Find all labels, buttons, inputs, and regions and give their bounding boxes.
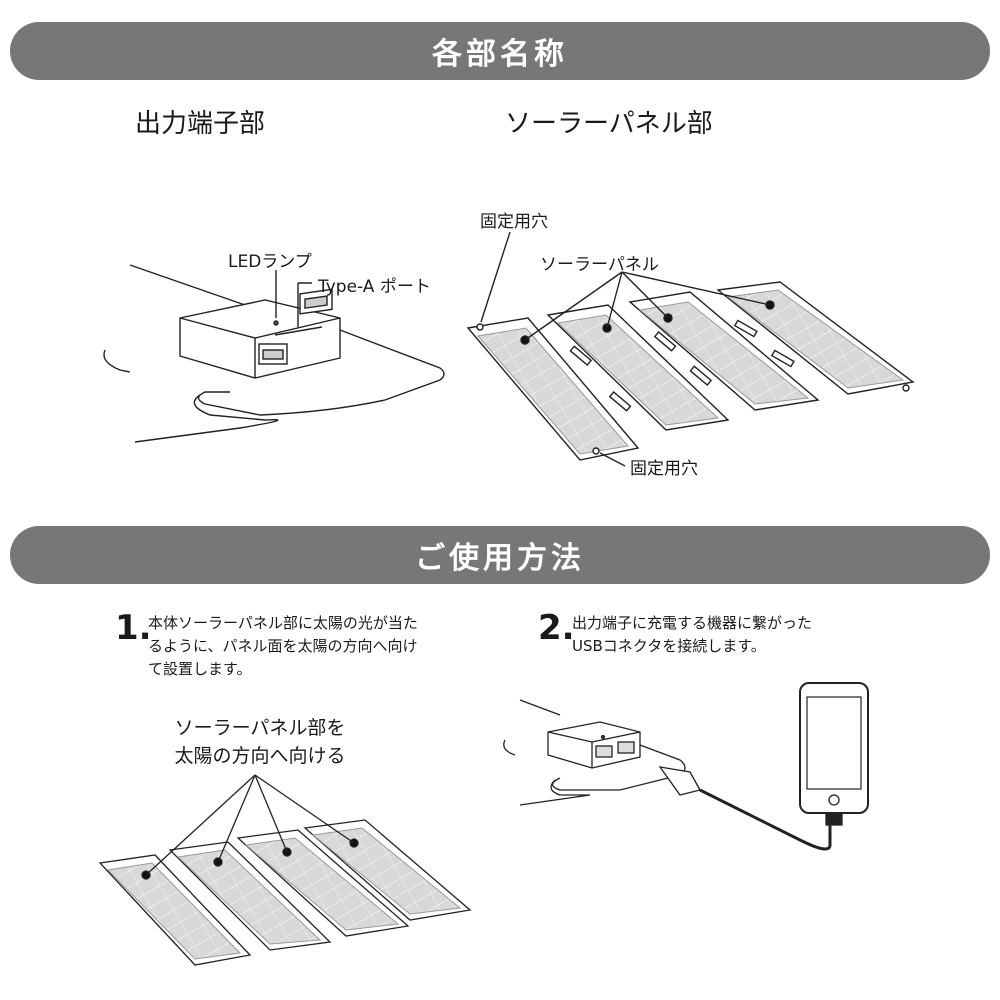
step2-line1: 出力端子に充電する機器に繋がった [572,614,813,632]
solar-panel-label: ソーラーパネル [540,255,659,275]
step2-line2: USBコネクタを接続します。 [572,637,766,655]
parts-section-title: 各部名称 [432,37,568,72]
solar-panel-heading: ソーラーパネル部 [505,109,713,139]
usage-section-banner: ご使用方法 [10,526,990,584]
step1-callout-line2: 太陽の方向へ向ける [174,745,346,767]
step2-instructions: 出力端子に充電する機器に繋がった USBコネクタを接続します。 [572,612,812,658]
step1-number: 1. [115,608,152,648]
usage-section-title: ご使用方法 [415,541,585,576]
step1-line1: 本体ソーラーパネル部に太陽の光が当た [148,614,418,632]
output-terminal-heading: 出力端子部 [135,109,266,139]
solar-panel-illustration [466,231,915,467]
parts-section-banner: 各部名称 [10,22,990,80]
output-terminal-illustration [103,264,445,443]
step1-callout: ソーラーパネル部を 太陽の方向へ向ける [160,714,360,770]
fixing-hole-top-label: 固定用穴 [480,212,548,232]
step1-instructions: 本体ソーラーパネル部に太陽の光が当た るように、パネル面を太陽の方向へ向け て設… [148,612,418,681]
step1-line2: るように、パネル面を太陽の方向へ向け [148,637,418,655]
led-lamp-label: LEDランプ [228,252,312,272]
step2-number: 2. [538,608,575,648]
step1-line3: て設置します。 [148,660,252,678]
fixing-hole-bottom-label: 固定用穴 [630,459,698,479]
step1-callout-line1: ソーラーパネル部を [174,717,346,739]
step2-charging-illustration [503,682,869,851]
type-a-port-label: Type-A ポート [318,277,431,297]
step1-panel-illustration [98,774,472,966]
